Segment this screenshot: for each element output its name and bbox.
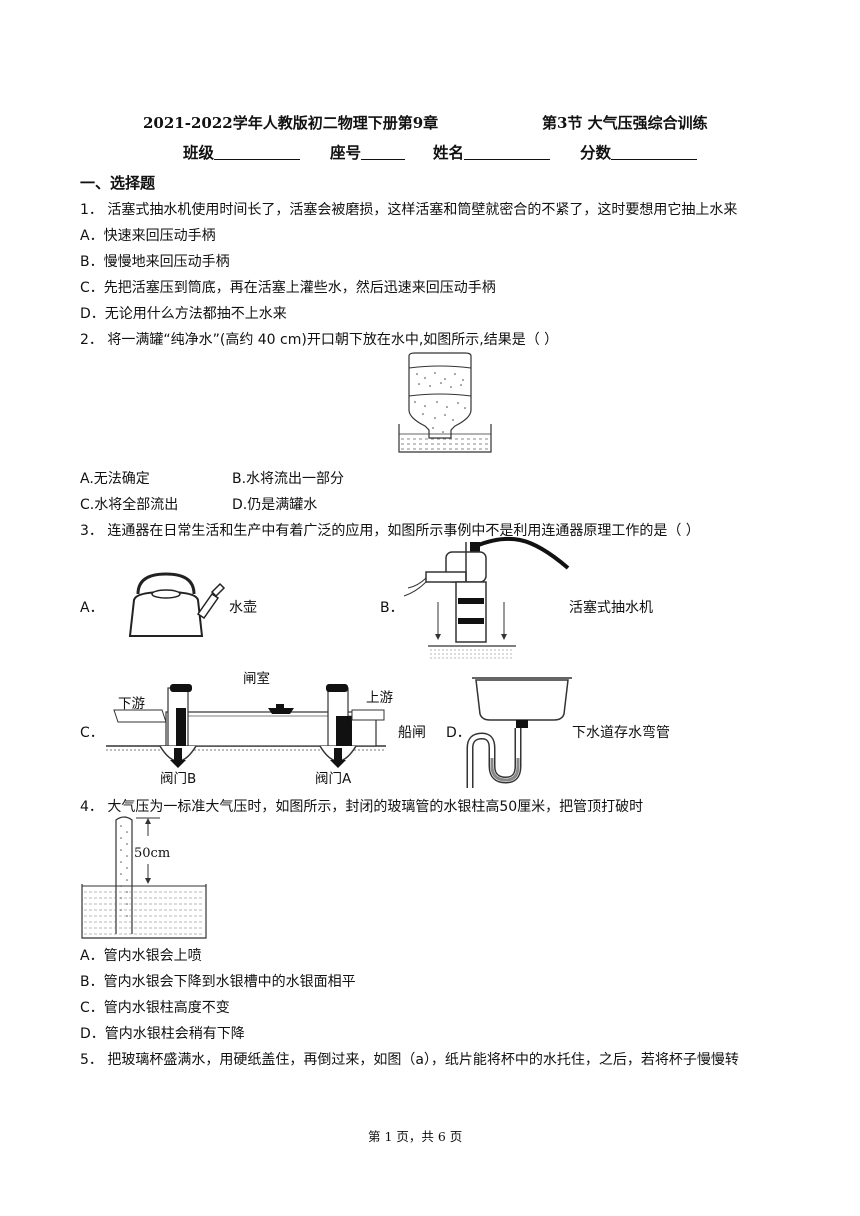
field-seat-label: 座号 [330, 144, 362, 162]
drain-trap-figure [466, 677, 572, 788]
field-class-label: 班级 [183, 144, 215, 162]
q2-stem: 2． 将一满罐“纯净水”(高约 40 cm)开口朝下放在水中,如图所示,结果是（… [80, 332, 559, 348]
q1-stem: 1． 活塞式抽水机使用时间长了，活塞会被磨损，这样活塞和筒壁就密合的不紧了，这时… [80, 202, 738, 218]
lock-label-downstream: 下游 [118, 696, 145, 712]
q4-option-c: C．管内水银柱高度不变 [80, 1000, 230, 1016]
q2-figure-water-jar [398, 352, 492, 453]
field-seat: 座号 [330, 141, 406, 163]
q4-figure-height-label: 50cm [134, 846, 171, 861]
q3-caption-b: 活塞式抽水机 [569, 600, 653, 616]
q4-option-b: B．管内水银会下降到水银槽中的水银面相平 [80, 974, 356, 990]
field-class: 班级 [183, 141, 301, 163]
field-name: 姓名 [433, 141, 551, 163]
field-class-blank[interactable] [214, 145, 301, 160]
q4-stem: 4． 大气压为一标准大气压时，如图所示，封闭的玻璃管的水银柱高50厘米，把管顶打… [80, 799, 644, 815]
q5-stem: 5． 把玻璃杯盛满水，用硬纸盖住，再倒过来，如图（a），纸片能将杯中的水托住，之… [80, 1052, 739, 1068]
field-score-blank[interactable] [611, 145, 698, 160]
doc-title-right: 第3节 大气压强综合训练 [542, 114, 708, 132]
q3-caption-d: 下水道存水弯管 [572, 725, 670, 741]
field-score: 分数 [580, 141, 698, 163]
section-title: 一、选择题 [80, 174, 156, 192]
q1-option-d: D．无论用什么方法都抽不上水来 [80, 306, 287, 322]
q2-option-c: C.水将全部流出 [80, 497, 179, 513]
field-name-blank[interactable] [464, 145, 551, 160]
q4-option-a: A．管内水银会上喷 [80, 948, 202, 964]
q2-option-a: A.无法确定 [80, 471, 150, 487]
lock-label-valve-b: 阀门B [160, 771, 197, 787]
q3-label-a: A． [80, 600, 104, 616]
q1-option-a: A．快速来回压动手柄 [80, 228, 216, 244]
q1-option-b: B．慢慢地来回压动手柄 [80, 254, 230, 270]
mercury-tube-figure [81, 816, 207, 939]
q3-stem: 3． 连通器在日常生活和生产中有着广泛的应用，如图所示事例中不是利用连通器原理工… [80, 523, 700, 539]
q3-caption-c: 船闸 [398, 725, 426, 741]
page-footer: 第 1 页，共 6 页 [368, 1129, 463, 1144]
lock-label-upstream: 上游 [366, 690, 393, 706]
doc-title-left: 2021-2022学年人教版初二物理下册第9章 [143, 114, 439, 132]
q3-caption-a: 水壶 [229, 600, 257, 616]
q3-label-c: C． [80, 725, 104, 741]
q4-option-d: D．管内水银柱会稍有下降 [80, 1026, 245, 1042]
field-score-label: 分数 [580, 144, 612, 162]
q2-option-b: B.水将流出一部分 [232, 471, 345, 487]
field-name-label: 姓名 [433, 144, 465, 162]
q1-option-c: C．先把活塞压到筒底，再在活塞上灌些水，然后迅速来回压动手柄 [80, 280, 496, 296]
kettle-figure [128, 572, 226, 637]
lock-label-valve-a: 阀门A [315, 771, 352, 787]
q2-option-d: D.仍是满罐水 [232, 497, 318, 513]
q3-label-d: D． [446, 725, 471, 741]
lock-label-chamber: 闸室 [243, 671, 270, 687]
piston-pump-figure [403, 536, 570, 659]
q3-label-b: B． [380, 600, 404, 616]
field-seat-blank[interactable] [361, 145, 406, 160]
ship-lock-figure [106, 684, 386, 768]
